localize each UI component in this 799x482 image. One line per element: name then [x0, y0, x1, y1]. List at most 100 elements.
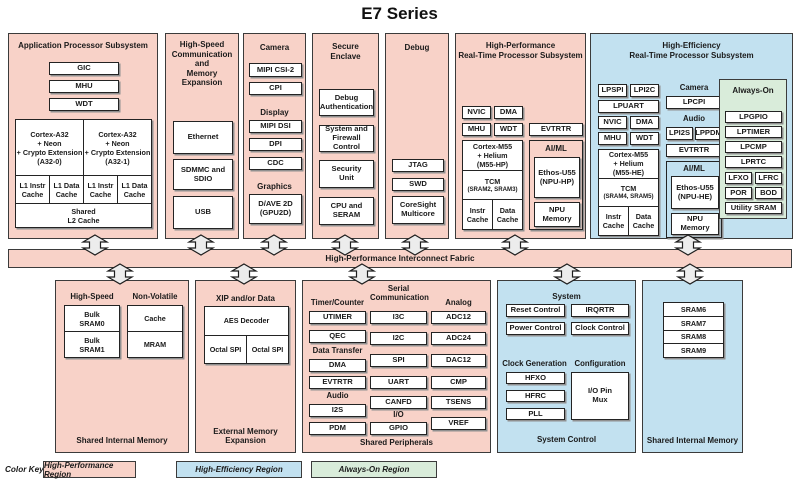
cortex-a32-1-core: Cortex-A32 + Neon + Crypto Extension (A3… — [84, 129, 151, 166]
high-speed-header: High-Speed — [70, 292, 114, 301]
ethos-u55-npu-he-box: Ethos-U55 (NPU-HE) — [671, 176, 719, 209]
application-processor-subsystem-block: Application Processor Subsystem GIC MHU … — [8, 33, 158, 239]
dac12-box: DAC12 — [431, 354, 486, 367]
cortex-m55-he-core: Cortex-M55 + Helium (M55-HE) — [599, 150, 658, 179]
tcm-sub-label: (SRAM4, SRAM5) — [603, 193, 654, 201]
block-title: Application Processor Subsystem — [18, 41, 148, 50]
gpio-box: GPIO — [370, 422, 427, 435]
secure-enclave-block: Secure Enclave Debug Authentication Syst… — [312, 33, 379, 239]
cache: Cache — [128, 306, 182, 332]
cortex-a32-0-core: Cortex-A32 + Neon + Crypto Extension (A3… — [16, 120, 84, 175]
key-always-on-region: Always-On Region — [311, 461, 437, 478]
block-title: High-Performance Real-Time Processor Sub… — [458, 41, 583, 60]
jtag-box: JTAG — [392, 159, 444, 172]
non-volatile-header: Non-Volatile — [132, 292, 178, 301]
clock-generation-header: Clock Generation — [502, 359, 567, 368]
external-memory-expansion-block: XIP and/or Data AES Decoder Octal SPI Oc… — [195, 280, 296, 453]
ai-ml-group: AI/ML Ethos-U55 (NPU-HE) NPU Memory — [666, 161, 722, 238]
block-footer: Shared Internal Memory — [646, 436, 739, 445]
camera-section-header: Camera — [259, 43, 290, 52]
bidirectional-arrow — [331, 234, 359, 256]
shared-l2-cache: Shared L2 Cache — [67, 206, 100, 225]
bidirectional-arrow — [401, 234, 429, 256]
bidirectional-arrow — [501, 234, 529, 256]
mram: MRAM — [143, 340, 167, 349]
cortex-a32-cluster-group: Cortex-A32 + Neon + Crypto Extension (A3… — [15, 119, 152, 228]
i2s-box: I2S — [309, 404, 366, 417]
npu-memory-box: NPU Memory — [671, 213, 719, 235]
pdm-box: PDM — [309, 422, 366, 435]
cortex-m55-he-group: Cortex-M55 + Helium (M55-HE) TCM (SRAM4,… — [598, 149, 659, 236]
timer-counter-header: Timer/Counter — [310, 298, 365, 307]
block-title: High-Efficiency Real-Time Processor Subs… — [629, 41, 754, 60]
mhu-box: MHU — [49, 80, 119, 93]
serial-communication-header: Serial Communication — [370, 284, 429, 302]
irqrtr-box: IRQRTR — [571, 304, 629, 317]
evtrtr-box: EVTRTR — [666, 144, 722, 157]
sram6: SRAM6 — [664, 303, 723, 317]
nvic-box: NVIC — [598, 116, 627, 129]
bidirectional-arrow — [553, 263, 581, 285]
hfxo-box: HFXO — [506, 372, 565, 384]
data-transfer-header: Data Transfer — [312, 346, 363, 355]
fabric-label: High-Performance Interconnect Fabric — [325, 254, 475, 263]
hp-realtime-processor-subsystem-block: High-Performance Real-Time Processor Sub… — [455, 33, 586, 239]
system-control-block: System Reset Control IRQRTR Power Contro… — [497, 280, 636, 453]
dma-box: DMA — [309, 359, 366, 372]
lpcmp-box: LPCMP — [725, 141, 782, 153]
ethernet-box: Ethernet — [173, 121, 233, 154]
block-footer: System Control — [536, 435, 597, 444]
shared-internal-memory-right-block: SRAM6 SRAM7 SRAM8 SRAM9 Shared Internal … — [642, 280, 743, 453]
ai-ml-header: AI/ML — [683, 164, 705, 173]
key-high-performance-region: High-Performance Region — [43, 461, 136, 479]
sram-group: SRAM6 SRAM7 SRAM8 SRAM9 — [663, 302, 724, 358]
tcm-label: TCM — [484, 176, 501, 186]
coresight-multicore-box: CoreSight Multicore — [392, 196, 444, 224]
octal-spi-group: AES Decoder Octal SPI Octal SPI — [204, 306, 289, 364]
lfxo-box: LFXO — [725, 172, 752, 184]
sram9: SRAM9 — [680, 346, 707, 356]
always-on-title: Always-On — [732, 86, 774, 95]
configuration-header: Configuration — [574, 359, 626, 368]
evtrtr-box: EVTRTR — [309, 376, 366, 389]
shared-peripherals-block: Timer/Counter UTIMER QEC Data Transfer D… — [302, 280, 491, 453]
lpcpi-box: LPCPI — [666, 96, 722, 109]
npu-memory-box: NPU Memory — [534, 202, 580, 227]
bidirectional-arrow — [676, 263, 704, 285]
adc24-box: ADC24 — [431, 332, 486, 345]
cmp-box: CMP — [431, 376, 486, 389]
lpspi-box: LPSPI — [598, 84, 627, 97]
block-title: Secure Enclave — [330, 42, 361, 61]
sdmmc-sdio-box: SDMMC and SDIO — [173, 159, 233, 190]
l1-instr-cache: L1 Instr Cache — [16, 176, 50, 203]
power-control-box: Power Control — [506, 322, 565, 335]
octal-spi-1: Octal SPI — [251, 344, 284, 354]
ai-ml-header: AI/ML — [545, 144, 567, 153]
mhu-box: MHU — [598, 132, 627, 145]
cortex-m55-hp-group: Cortex-M55 + Helium (M55-HP) TCM (SRAM2,… — [462, 140, 523, 230]
block-title: High-Speed Communication and Memory Expa… — [171, 40, 233, 88]
debug-block: Debug JTAG SWD CoreSight Multicore — [385, 33, 449, 239]
qec-box: QEC — [309, 330, 366, 343]
bidirectional-arrow — [106, 263, 134, 285]
analog-header: Analog — [445, 298, 472, 307]
por-box: POR — [725, 187, 752, 199]
wdt-box: WDT — [494, 123, 523, 136]
reset-control-box: Reset Control — [506, 304, 565, 317]
camera-section-header: Camera — [679, 83, 709, 92]
gic-box: GIC — [49, 62, 119, 75]
wdt-box: WDT — [630, 132, 659, 145]
aes-decoder: AES Decoder — [205, 307, 288, 336]
bod-box: BOD — [755, 187, 782, 199]
clock-control-box: Clock Control — [571, 322, 629, 335]
lpi2s-box: LPI2S — [666, 127, 693, 140]
system-header: System — [552, 292, 581, 301]
bidirectional-arrow — [348, 263, 376, 285]
instr-cache: Instr Cache — [599, 207, 629, 236]
cdc-box: CDC — [249, 157, 302, 170]
non-volatile-group: Cache MRAM — [127, 305, 183, 358]
system-firewall-control-box: System and Firewall Control — [319, 125, 374, 152]
dave-2d-gpu2d-box: D/AVE 2D (GPU2D) — [249, 194, 302, 224]
lpuart-box: LPUART — [598, 100, 659, 113]
